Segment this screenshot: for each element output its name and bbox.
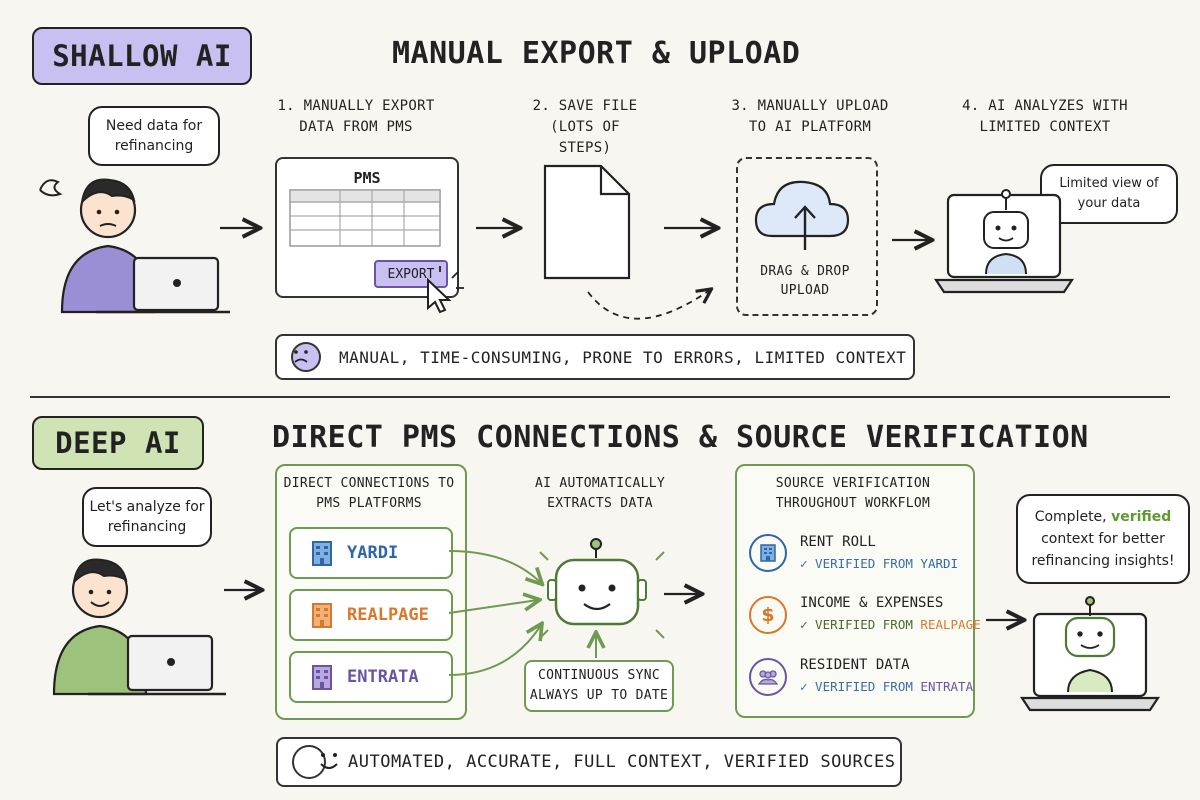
happy-face-icon [292, 745, 326, 779]
verification-rent-roll: RENT ROLL ✓ VERIFIED FROM YARDI [800, 531, 958, 575]
verified-prefix: ✓ VERIFIED FROM [800, 679, 921, 694]
building-icon [749, 534, 787, 572]
deep-summary: AUTOMATED, ACCURATE, FULL CONTEXT, VERIF… [276, 737, 902, 787]
shallow-ai-bubble: Limited view of your data [1040, 164, 1178, 224]
deep-ai-bubble-post: context for better refinancing insights! [1031, 531, 1175, 569]
step-3-label: 3. MANUALLY UPLOAD TO AI PLATFORM [731, 98, 889, 135]
shallow-summary-text: MANUAL, TIME-CONSUMING, PRONE TO ERRORS,… [339, 347, 907, 367]
shallow-person-bubble: Need data for refinancing [88, 106, 220, 166]
connection-yardi[interactable]: YARDI [289, 527, 453, 579]
dollar-icon: $ [749, 596, 787, 634]
shallow-ai-tag: SHALLOW AI [32, 27, 252, 85]
shallow-title: MANUAL EXPORT & UPLOAD [392, 36, 801, 71]
connections-title: DIRECT CONNECTIONS TO PMS PLATFORMS [283, 476, 455, 511]
sad-face-icon [291, 342, 321, 372]
people-icon [749, 658, 787, 696]
deep-ai-bubble-hl: verified [1111, 509, 1172, 525]
verification-rent-roll-title: RENT ROLL [800, 534, 876, 550]
deep-title: DIRECT PMS CONNECTIONS & SOURCE VERIFICA… [272, 420, 1089, 455]
deep-summary-text: AUTOMATED, ACCURATE, FULL CONTEXT, VERIF… [348, 752, 896, 772]
robot-laptop-icon [1019, 596, 1161, 712]
verification-income: INCOME & EXPENSES ✓ VERIFIED FROM REALPA… [800, 592, 981, 636]
step-2-label: 2. SAVE FILE (LOTS OF STEPS) [532, 98, 638, 156]
verified-source: ENTRATA [920, 679, 974, 694]
verified-prefix: ✓ VERIFIED FROM [800, 617, 921, 632]
verification-title: SOURCE VERIFICATION THROUGHOUT WORKFLOM [775, 476, 931, 511]
verification-resident: RESIDENT DATA ✓ VERIFIED FROM ENTRATA [800, 654, 973, 698]
extract-title: AI AUTOMATICALLY EXTRACTS DATA [534, 476, 666, 511]
deep-ai-bubble: Complete, verified context for better re… [1016, 494, 1190, 584]
step-4-label: 4. AI ANALYZES WITH LIMITED CONTEXT [962, 98, 1128, 135]
building-icon [312, 603, 332, 628]
upload-label: DRAG & DROP UPLOAD [760, 264, 850, 298]
shallow-summary: MANUAL, TIME-CONSUMING, PRONE TO ERRORS,… [275, 334, 915, 380]
verified-prefix: ✓ VERIFIED FROM [800, 556, 921, 571]
csv-label: .CSV [555, 218, 617, 250]
building-icon [312, 665, 332, 690]
connection-realpage[interactable]: REALPAGE [289, 589, 453, 641]
verification-income-title: INCOME & EXPENSES [800, 595, 944, 611]
connection-yardi-label: YARDI [347, 543, 399, 563]
connection-entrata-label: ENTRATA [347, 667, 419, 687]
step-1-label: 1. MANUALLY EXPORT DATA FROM PMS [277, 98, 435, 135]
sync-label: CONTINUOUS SYNC ALWAYS UP TO DATE [524, 660, 674, 712]
building-icon [312, 541, 332, 566]
section-divider [30, 396, 1170, 398]
verified-source: YARDI [920, 556, 959, 571]
robot-icon [539, 538, 676, 639]
verified-source: REALPAGE [920, 617, 981, 632]
deep-ai-tag: DEEP AI [32, 416, 204, 470]
confused-person-icon [39, 178, 230, 314]
verification-resident-title: RESIDENT DATA [800, 657, 910, 673]
upload-dropzone[interactable] [736, 157, 878, 316]
happy-person-icon [52, 558, 226, 696]
deep-ai-bubble-pre: Complete, [1034, 509, 1112, 525]
pms-label: PMS [353, 169, 381, 187]
connection-entrata[interactable]: ENTRATA [289, 651, 453, 703]
export-button[interactable]: EXPORT [374, 260, 448, 288]
connection-realpage-label: REALPAGE [347, 605, 429, 625]
deep-person-bubble: Let's analyze for refinancing [82, 487, 212, 547]
